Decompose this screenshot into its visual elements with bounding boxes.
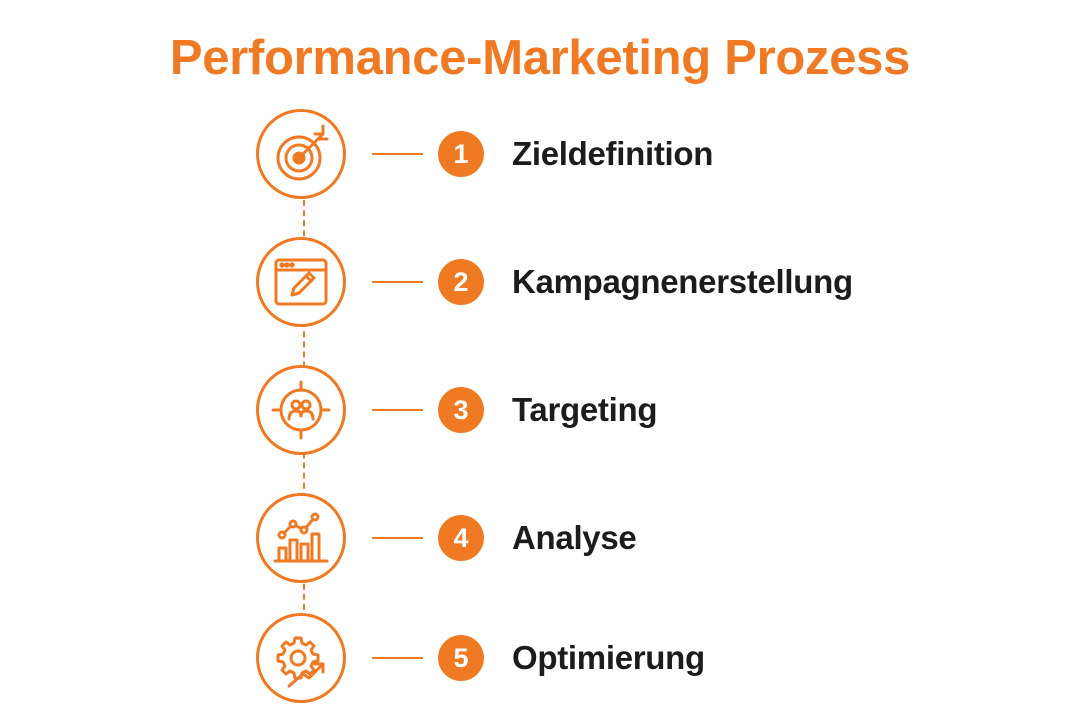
browser-edit-icon (256, 237, 346, 327)
step-label: Targeting (512, 391, 658, 428)
process-step-2: 2 Kampagnenerstellung (0, 232, 1080, 332)
connector-dash (372, 153, 423, 155)
step-number-badge: 2 (438, 259, 484, 305)
step-label: Optimierung (512, 639, 705, 676)
step-number-badge: 1 (438, 131, 484, 177)
process-step-5: 5 Optimierung (0, 608, 1080, 708)
step-number-badge: 3 (438, 387, 484, 433)
process-step-4: 4 Analyse (0, 488, 1080, 588)
audience-crosshair-icon (256, 365, 346, 455)
step-number-badge: 4 (438, 515, 484, 561)
gear-growth-icon (256, 613, 346, 703)
process-step-1: 1 Zieldefinition (0, 104, 1080, 204)
connector-dash (372, 537, 423, 539)
process-step-3: 3 Targeting (0, 360, 1080, 460)
target-icon (256, 109, 346, 199)
step-number-badge: 5 (438, 635, 484, 681)
connector-dash (372, 281, 423, 283)
connector-dash (372, 657, 423, 659)
step-label: Zieldefinition (512, 135, 714, 172)
connector-dash (372, 409, 423, 411)
bar-chart-trend-icon (256, 493, 346, 583)
step-label: Kampagnenerstellung (512, 263, 853, 300)
page-title: Performance-Marketing Prozess (169, 31, 911, 85)
step-label: Analyse (512, 519, 637, 556)
